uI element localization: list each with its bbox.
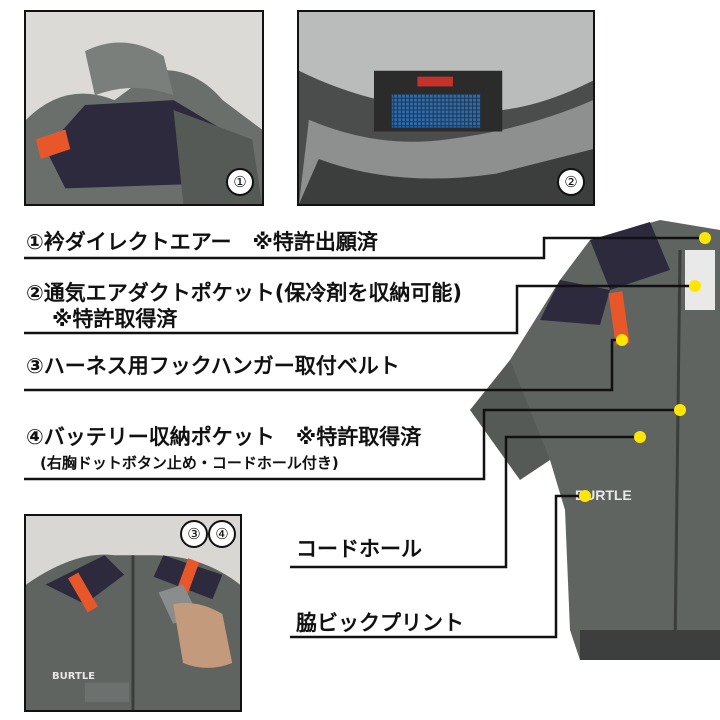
callout-collar-direct-air: ①衿ダイレクトエアー ※特許出願済 [26,230,378,254]
callout-battery-pocket: ④バッテリー収納ポケット ※特許取得済 [26,425,422,449]
side-print-text: BURTLE [575,487,632,503]
chest-brand-print: BURTLE [52,671,96,682]
photo-badge-4: ④ [208,520,236,548]
air-duct-pocket-photo: ② [297,10,595,206]
callout-air-duct-pocket: ②通気エアダクトポケット(保冷剤を収納可能) [26,281,462,305]
callout-air-duct-pocket-note: ※特許取得済 [52,307,178,331]
jacket-front-photo: BURTLE [470,210,720,660]
callout-cord-hole: コードホール [296,537,422,561]
collar-detail-photo: ① [24,10,264,206]
callout-battery-pocket-note: (右胸ドットボタン止め・コードホール付き) [40,454,339,472]
photo-badge-3: ③ [180,520,208,548]
photo-badge-2: ② [557,168,585,196]
hook-and-battery-pocket-photo: BURTLE ③ ④ [24,514,242,712]
photo-badge-1: ① [226,168,254,196]
callout-side-print: 脇ビックプリント [296,611,464,635]
callout-hook-hanger-belt: ③ハーネス用フックハンガー取付ベルト [26,354,400,378]
